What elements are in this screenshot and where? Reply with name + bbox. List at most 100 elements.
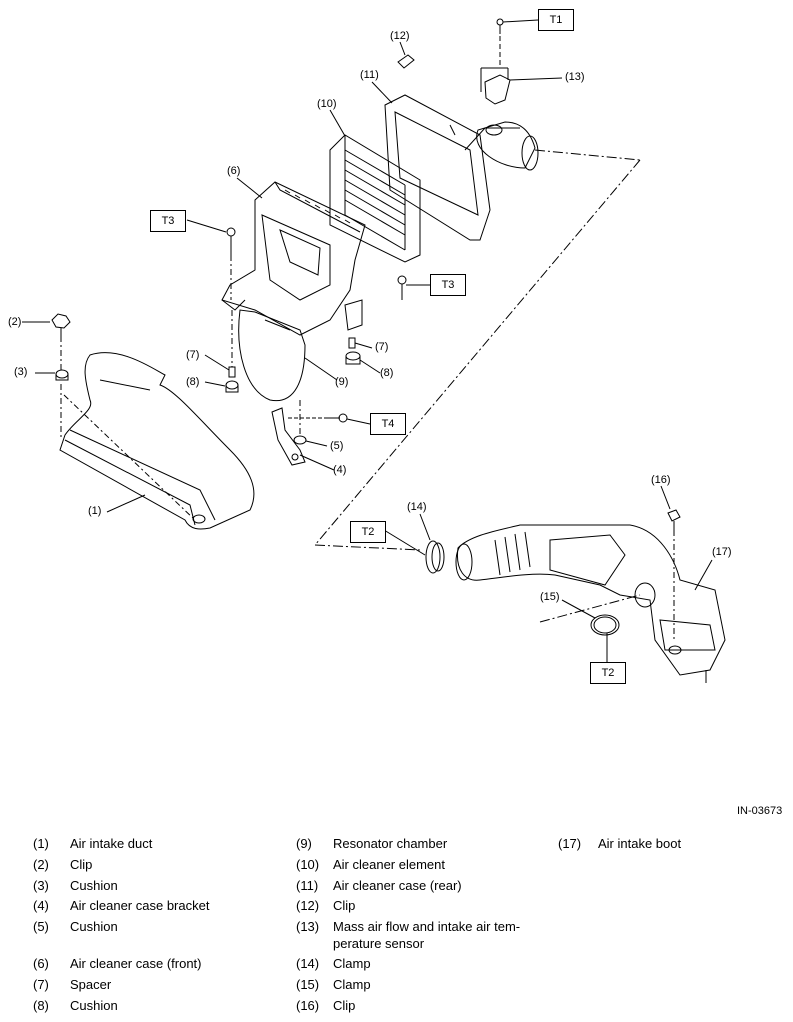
legend-number: (2) bbox=[33, 857, 49, 872]
legend-number: (4) bbox=[33, 898, 49, 913]
clamp-14 bbox=[425, 540, 445, 574]
legend-text: Resonator chamber bbox=[333, 836, 448, 851]
callout-7-left: (7) bbox=[186, 349, 200, 361]
torque-box-t3-lower: T3 bbox=[430, 274, 466, 296]
callout-16: (16) bbox=[651, 474, 671, 486]
torque-box-t1: T1 bbox=[538, 9, 574, 31]
legend-number: (7) bbox=[33, 977, 49, 992]
legend-text: Air intake duct bbox=[70, 836, 153, 851]
legend-item: (8) Cushion bbox=[33, 997, 283, 1014]
legend-item: (11) Air cleaner case (rear) bbox=[296, 877, 546, 894]
torque-box-t3-upper: T3 bbox=[150, 210, 186, 232]
legend-item: (6) Air cleaner case (front) bbox=[33, 955, 283, 972]
torque-box-t4: T4 bbox=[370, 413, 406, 435]
case-mount-tab-right bbox=[344, 299, 363, 331]
exploded-view-diagram bbox=[22, 18, 726, 683]
legend-text: Air intake boot bbox=[598, 836, 682, 851]
legend-text: Clamp bbox=[333, 977, 371, 992]
legend-text: Air cleaner case (rear) bbox=[333, 878, 462, 893]
cushion-5 bbox=[293, 435, 307, 445]
legend-text: Cushion bbox=[70, 998, 118, 1013]
callout-6: (6) bbox=[227, 165, 241, 177]
legend-number: (12) bbox=[296, 898, 320, 913]
callout-14: (14) bbox=[407, 501, 427, 513]
torque-box-t2-left: T2 bbox=[350, 521, 386, 543]
legend-text: Air cleaner element bbox=[333, 857, 445, 872]
legend-item: (14) Clamp bbox=[296, 955, 546, 972]
legend-number: (1) bbox=[33, 836, 49, 851]
legend-number: (13) bbox=[296, 919, 320, 934]
legend-text: Cushion bbox=[70, 919, 118, 934]
spacer-7-left bbox=[228, 366, 236, 378]
legend-number: (14) bbox=[296, 956, 320, 971]
legend-text: Cushion bbox=[70, 878, 118, 893]
callout-12: (12) bbox=[390, 30, 410, 42]
resonator-chamber bbox=[238, 309, 306, 402]
legend-item: (5) Cushion bbox=[33, 918, 283, 935]
legend-item: (16) Clip bbox=[296, 997, 546, 1014]
callout-7-right: (7) bbox=[375, 341, 389, 353]
callout-10: (10) bbox=[317, 98, 337, 110]
legend-item: (2) Clip bbox=[33, 856, 283, 873]
legend-item: (13) Mass air flow and intake air tem- p… bbox=[296, 918, 546, 952]
callout-13: (13) bbox=[565, 71, 585, 83]
legend-number: (16) bbox=[296, 998, 320, 1013]
legend-item: (4) Air cleaner case bracket bbox=[33, 897, 283, 914]
legend-item: (9) Resonator chamber bbox=[296, 835, 546, 852]
cushion-8-left bbox=[225, 380, 239, 393]
legend-text: Clip bbox=[333, 998, 356, 1013]
legend-number: (3) bbox=[33, 878, 49, 893]
callout-17: (17) bbox=[712, 546, 732, 558]
callout-11: (11) bbox=[360, 69, 379, 81]
air-cleaner-case-front bbox=[221, 181, 366, 336]
callout-4: (4) bbox=[333, 464, 347, 476]
legend-number: (15) bbox=[296, 977, 320, 992]
legend-text: Air cleaner case bracket bbox=[70, 898, 210, 913]
legend-number: (9) bbox=[296, 836, 312, 851]
legend-item: (17) Air intake boot bbox=[558, 835, 758, 852]
legend-text: Spacer bbox=[70, 977, 112, 992]
air-cleaner-case-rear bbox=[384, 94, 520, 241]
legend-item: (15) Clamp bbox=[296, 976, 546, 993]
legend-number: (6) bbox=[33, 956, 49, 971]
clip-12 bbox=[397, 54, 415, 69]
callout-8-left: (8) bbox=[186, 376, 200, 388]
legend-number: (10) bbox=[296, 857, 320, 872]
bolt-t3-lower bbox=[397, 275, 407, 300]
callout-15: (15) bbox=[540, 591, 560, 603]
legend-text: Air cleaner case (front) bbox=[70, 956, 202, 971]
clip-2 bbox=[51, 313, 71, 336]
mass-air-flow-sensor bbox=[476, 28, 539, 171]
air-cleaner-element bbox=[329, 134, 421, 263]
legend-text: Clip bbox=[70, 857, 93, 872]
spacer-7-right bbox=[348, 337, 356, 349]
legend-number: (11) bbox=[296, 878, 319, 893]
legend-item: (10) Air cleaner element bbox=[296, 856, 546, 873]
legend-number: (5) bbox=[33, 919, 49, 934]
bolt-t3-upper bbox=[226, 227, 236, 255]
legend-text-continued: perature sensor bbox=[333, 936, 425, 951]
callout-3: (3) bbox=[14, 366, 28, 378]
callout-5: (5) bbox=[330, 440, 344, 452]
legend-text: Clamp bbox=[333, 956, 371, 971]
clip-16 bbox=[667, 509, 681, 530]
air-intake-duct bbox=[59, 352, 255, 530]
air-intake-boot bbox=[455, 524, 726, 683]
torque-box-t2-right: T2 bbox=[590, 662, 626, 684]
callout-8-right: (8) bbox=[380, 367, 394, 379]
legend-text: Clip bbox=[333, 898, 356, 913]
legend-text: Mass air flow and intake air tem- bbox=[333, 919, 521, 934]
cushion-8-right bbox=[345, 351, 361, 365]
legend-item: (7) Spacer bbox=[33, 976, 283, 993]
legend-item: (12) Clip bbox=[296, 897, 546, 914]
figure-id: IN-03673 bbox=[737, 805, 783, 817]
leader-lines bbox=[22, 19, 713, 662]
legend-item: (3) Cushion bbox=[33, 877, 283, 894]
legend-number: (8) bbox=[33, 998, 49, 1013]
callout-2: (2) bbox=[8, 316, 22, 328]
clamp-15 bbox=[590, 614, 620, 636]
legend-number: (17) bbox=[558, 836, 582, 851]
callout-1: (1) bbox=[88, 505, 102, 517]
legend-item: (1) Air intake duct bbox=[33, 835, 283, 852]
bolt-t4 bbox=[325, 413, 348, 423]
